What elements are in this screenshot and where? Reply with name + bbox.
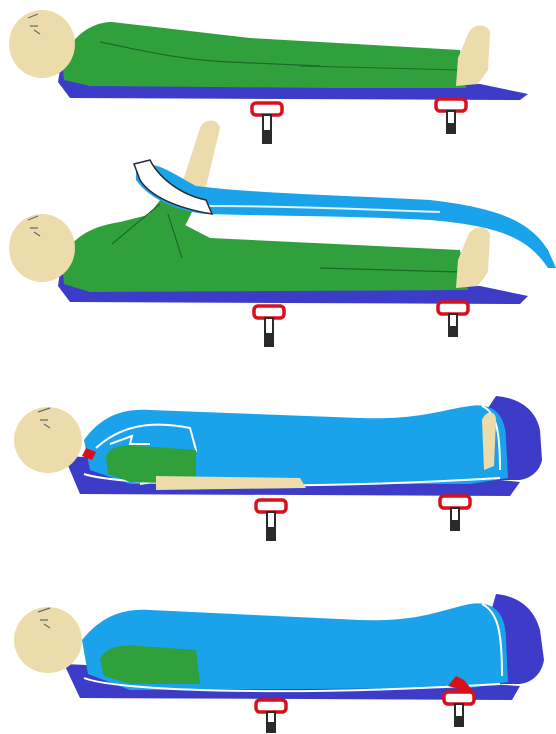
patient-arm <box>156 476 306 490</box>
panel-1-patient-lying <box>9 10 528 143</box>
patient-feet <box>456 227 490 288</box>
patient-hand <box>482 413 496 471</box>
patient-clothing <box>100 646 200 684</box>
patient-head <box>14 407 82 473</box>
patient-clothing <box>62 22 466 88</box>
strap-clamp <box>256 500 286 540</box>
strap-clamp <box>254 306 284 346</box>
strap-clamp <box>444 692 474 726</box>
strap-clamp <box>438 302 468 336</box>
patient-head <box>9 214 75 282</box>
strap-clamp <box>440 496 470 530</box>
patient-head <box>14 607 82 673</box>
strap-clamp <box>252 103 282 143</box>
patient-clothing <box>62 212 468 292</box>
panel-3-cover-wrapping <box>14 396 542 540</box>
strap-clamp <box>436 99 466 133</box>
panel-2-cover-being-pulled <box>9 121 556 347</box>
patient-feet <box>456 25 490 86</box>
panel-4-fully-covered <box>14 594 544 732</box>
strap-clamp <box>256 700 286 732</box>
patient-head <box>9 10 75 78</box>
